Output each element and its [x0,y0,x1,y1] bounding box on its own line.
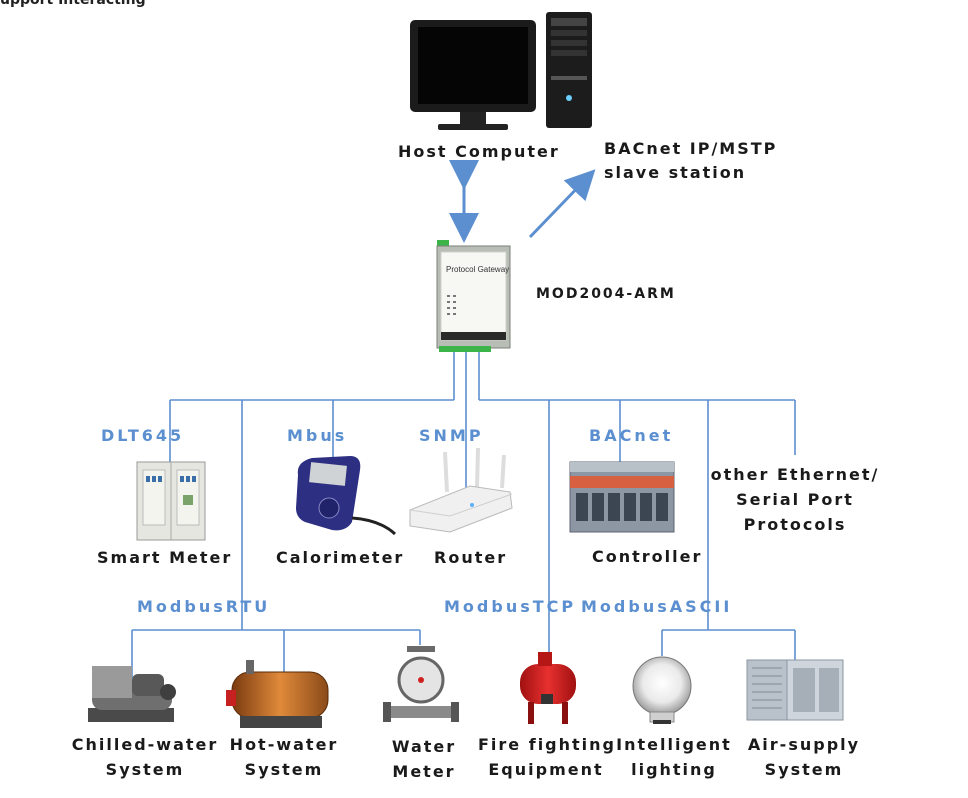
air-supply-label-line2: System [764,760,844,779]
chiller-icon [88,666,176,722]
bacnet-slave-label-line1: BACnet IP/MSTP [604,139,778,158]
hot-water-label-line2: System [244,760,324,779]
smart-meter-icon [136,461,206,541]
computer-tower-icon [546,12,592,128]
protocol-mbus-label: Mbus [287,426,348,445]
water-meter-icon [383,646,459,722]
protocol-snmp-label: SNMP [419,426,484,445]
gateway-model-label: MOD2004-ARM [536,286,676,302]
gateway-panel-text: Protocol Gateway [446,265,509,274]
boiler-icon [226,660,329,728]
fire-fighting-label-line2: Equipment [488,760,604,779]
protocol-modbustcp-label: ModbusTCP [444,597,577,616]
protocol-modbusascii-label: ModbusASCII [581,597,733,616]
controller-label: Controller [592,547,703,566]
bacnet-slave-arrow [528,169,596,239]
air-supply-label-line1: Air-supply [747,735,861,754]
chilled-water-label-line1: Chilled-water [71,735,219,754]
smart-meter-label: Smart Meter [97,548,233,567]
intelligent-lighting-icon [632,656,692,724]
intelligent-lighting-label-line2: lighting [631,760,717,779]
other-protocols-line3: Protocols [743,515,847,534]
protocol-gateway-device [436,240,511,352]
protocol-bacnet-label: BACnet [589,426,674,445]
air-supply-system-icon [746,659,844,721]
fire-fighting-label-line1: Fire fighting [478,735,616,754]
water-meter-label-line2: Meter [392,762,456,781]
other-protocols-line2: Serial Port [736,490,854,509]
fire-fighting-equipment-icon [520,652,576,724]
header-fragment: upport Interacting [0,0,146,8]
protocol-modbusrtu-label: ModbusRTU [137,597,271,616]
chilled-water-label-line2: System [105,760,185,779]
protocol-dlt645-label: DLT645 [101,426,185,445]
router-icon [409,447,513,533]
router-label: Router [434,548,508,567]
calorimeter-icon [296,456,397,536]
water-meter-label-line1: Water [391,737,457,756]
other-protocols-line1: other Ethernet/ [710,465,880,484]
hot-water-label-line1: Hot-water [229,735,339,754]
calorimeter-label: Calorimeter [276,548,405,567]
connection-lines [131,352,796,678]
bacnet-slave-label-line2: slave station [604,163,747,182]
host-computer-label: Host Computer [398,142,560,161]
controller-icon [569,461,675,533]
intelligent-lighting-label-line1: Intelligent [616,735,732,754]
monitor-icon [410,20,536,130]
